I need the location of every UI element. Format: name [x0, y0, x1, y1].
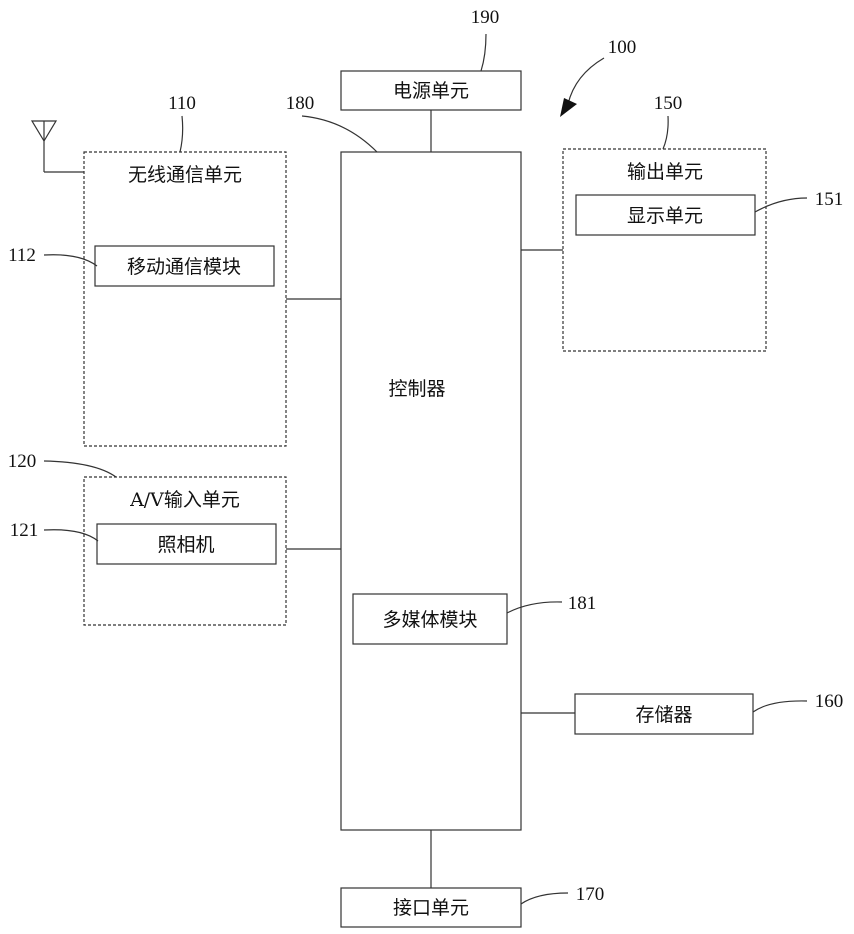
leader-180 — [302, 116, 377, 152]
ref-121: 121 — [10, 520, 39, 541]
display-unit-label: 显示单元 — [627, 205, 703, 227]
output-unit-label: 输出单元 — [627, 161, 703, 183]
wireless-unit-label: 无线通信单元 — [128, 164, 242, 186]
leader-170 — [521, 893, 568, 904]
ref-110: 110 — [168, 93, 196, 114]
mobile-comm-module-label: 移动通信模块 — [127, 256, 241, 278]
leader-190 — [481, 34, 486, 71]
ref-170: 170 — [576, 884, 605, 905]
leader-160 — [753, 701, 807, 712]
ref-112: 112 — [8, 245, 36, 266]
interface-unit-label: 接口单元 — [393, 897, 469, 919]
leader-110 — [180, 116, 183, 152]
ref-150: 150 — [654, 93, 683, 114]
power-unit-label: 电源单元 — [393, 80, 469, 102]
ref-180: 180 — [286, 93, 315, 114]
controller-label: 控制器 — [388, 378, 445, 400]
av-input-unit-label: A/V输入单元 — [129, 489, 240, 511]
camera-label: 照相机 — [157, 534, 214, 556]
device-arrow — [560, 58, 604, 117]
controller-box — [341, 152, 521, 830]
ref-190: 190 — [471, 7, 500, 28]
storage-label: 存储器 — [635, 704, 692, 726]
ref-160: 160 — [815, 691, 844, 712]
leader-120 — [44, 461, 116, 477]
leader-150 — [663, 116, 668, 149]
ref-100: 100 — [608, 37, 637, 58]
wireless-unit-box — [84, 152, 286, 446]
antenna-icon — [32, 121, 84, 172]
ref-151: 151 — [815, 189, 844, 210]
ref-120: 120 — [8, 451, 37, 472]
ref-181: 181 — [568, 593, 597, 614]
multimedia-module-label: 多媒体模块 — [382, 609, 477, 631]
